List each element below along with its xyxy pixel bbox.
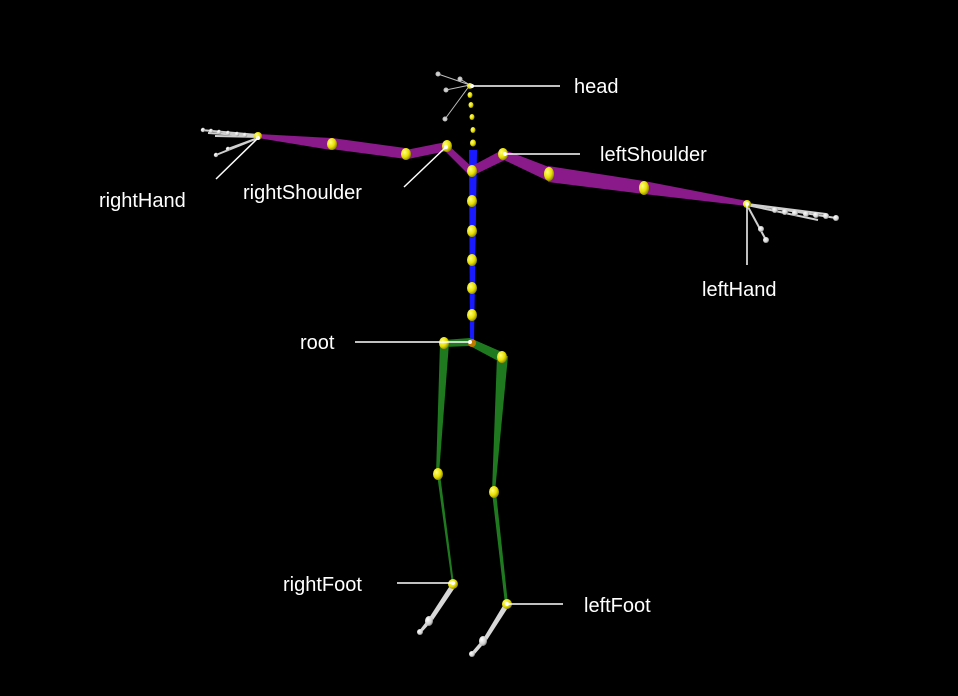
right-shin-bone: [437, 474, 454, 584]
left-toe-tip: [469, 651, 475, 657]
left-hip-joint: [497, 351, 507, 363]
right-finger-tip-2: [208, 128, 214, 134]
right-arm-bones: [258, 134, 473, 176]
right-finger-tip-6: [242, 132, 248, 138]
left-thumb-joint: [758, 226, 764, 232]
right-shoulder-label: rightShoulder: [243, 182, 362, 204]
chest-joint: [467, 165, 477, 177]
right-thigh-bone: [436, 343, 449, 474]
left-shin-bone: [492, 492, 508, 604]
head-bones: [435, 71, 471, 122]
right-finger-tip-3: [216, 129, 222, 135]
head-leader-dot: [470, 84, 474, 88]
neck-joint-4: [470, 127, 476, 133]
left-knee-joint: [489, 486, 499, 498]
right-shoulder-bone: [406, 142, 447, 159]
right-hand-leader-line: [215, 137, 259, 180]
right-finger-tip-1: [200, 127, 206, 133]
right-upper-arm-bone: [331, 138, 406, 159]
left-finger-tip-7: [772, 207, 778, 213]
left-toe-joint: [479, 636, 487, 646]
left-hip-bone: [470, 338, 502, 362]
head-bone-3: [444, 84, 471, 120]
left-shoulder-bone: [502, 149, 549, 181]
left-hand-label: leftHand: [702, 279, 777, 301]
head-point-2: [443, 87, 449, 93]
left-arm-bones: [472, 149, 747, 206]
left-finger-tip-3: [813, 212, 819, 218]
head-bone-1: [437, 73, 471, 86]
right-foot-leader-dot: [451, 581, 455, 585]
left-finger-tip-4: [803, 211, 809, 217]
skeleton-joints: [254, 83, 751, 609]
left-elbow-joint: [639, 181, 649, 195]
left-hand-fingers: [746, 203, 839, 243]
right-toe-tip: [417, 629, 423, 635]
left-foot-bone: [483, 604, 509, 640]
right-clavicle-bone: [444, 143, 473, 176]
left-shoulder-label: leftShoulder: [600, 144, 707, 166]
right-shoulder-leader-line: [403, 146, 447, 188]
left-foot-leader-dot: [505, 602, 509, 606]
right-hand-fingers: [200, 127, 259, 158]
right-hand-label: rightHand: [99, 190, 186, 212]
left-finger-bone-4: [746, 204, 767, 241]
right-foot-label: rightFoot: [283, 574, 362, 596]
spine-joint-2: [467, 225, 477, 237]
left-shoulder-leader-dot: [503, 152, 507, 156]
right-finger-tip-5: [234, 131, 240, 137]
spine-joint-4: [467, 282, 477, 294]
spine-joint-3: [467, 254, 477, 266]
leg-bones: [436, 338, 508, 604]
right-finger-bone-3: [214, 135, 259, 138]
right-hip-joint: [439, 337, 449, 349]
right-thumb-tip: [213, 152, 219, 158]
neck-joint-1: [467, 92, 473, 98]
head-label: head: [574, 76, 619, 98]
left-clavicle-bone: [472, 150, 505, 175]
right-finger-tip-4: [225, 130, 231, 136]
right-toe-joint: [425, 616, 433, 626]
neck-joint-2: [468, 102, 474, 108]
head-point-4: [457, 76, 463, 82]
right-foot-bone: [429, 584, 456, 620]
left-finger-bone-2: [746, 203, 827, 215]
right-finger-bone-2: [207, 132, 259, 137]
root-leader-dot: [468, 340, 472, 344]
neck-joint-5: [470, 139, 476, 147]
right-finger-bone-5: [227, 137, 259, 150]
left-forearm-bone: [644, 181, 747, 206]
right-shoulder-leader-dot: [444, 145, 448, 149]
root-label: root: [300, 332, 335, 354]
right-arm-joint: [401, 148, 411, 160]
left-finger-tip-6: [782, 209, 788, 215]
right-thumb-joint: [225, 146, 231, 152]
neck-joints: [467, 92, 476, 147]
spine-joint-1: [467, 195, 477, 207]
left-upper-arm-bone: [548, 166, 644, 194]
left-thigh-bone: [492, 356, 508, 492]
right-elbow-joint: [327, 138, 337, 150]
left-finger-tip-1: [833, 215, 839, 221]
feet-bones: [417, 584, 509, 657]
left-foot-label: leftFoot: [584, 595, 651, 617]
head-bone-2: [445, 84, 471, 91]
left-thumb-tip: [763, 237, 769, 243]
head-point-1: [435, 71, 441, 77]
right-hand-leader-dot: [256, 136, 260, 140]
neck-joint-3: [469, 114, 475, 120]
left-finger-tip-5: [792, 210, 798, 216]
right-knee-joint: [433, 468, 443, 480]
leader-lines: [215, 84, 749, 606]
left-arm-joint: [544, 167, 554, 181]
spine-joint-5: [467, 309, 477, 321]
left-finger-tip-2: [823, 213, 829, 219]
head-point-3: [442, 116, 448, 122]
left-hand-leader-dot: [745, 202, 749, 206]
right-forearm-bone: [258, 134, 331, 150]
